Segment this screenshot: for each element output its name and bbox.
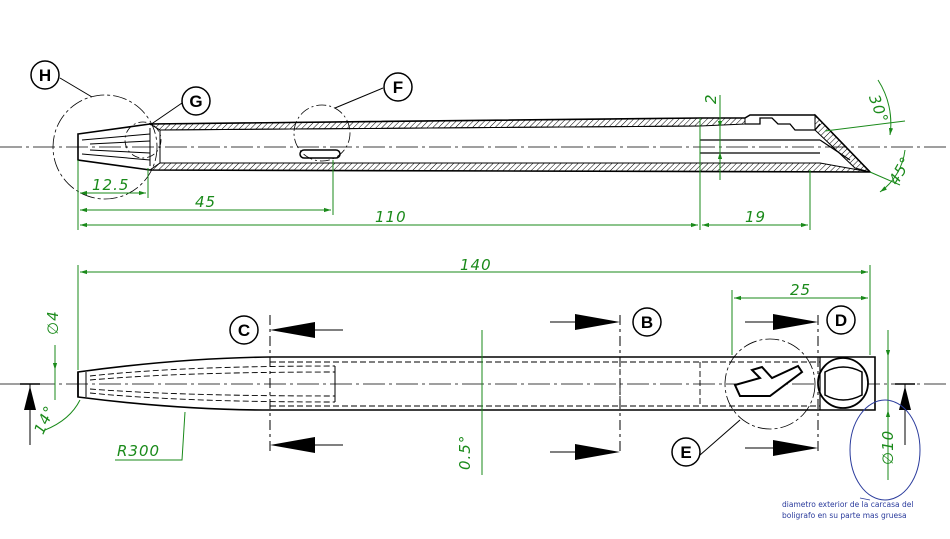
dim-110: 110: [375, 208, 407, 226]
angle-45: 45°: [885, 153, 915, 188]
callout-d: D: [826, 305, 856, 335]
svg-text:B: B: [641, 313, 653, 332]
svg-text:G: G: [189, 92, 202, 111]
svg-text:H: H: [39, 66, 51, 85]
dim-phi4: ∅4: [44, 310, 62, 335]
callout-f: F: [383, 72, 413, 102]
top-dimensions: [77, 79, 906, 230]
dim-19: 19: [745, 208, 766, 226]
detail-circle-g: [124, 121, 162, 159]
dim-2: 2: [702, 93, 720, 104]
callout-c: C: [229, 315, 259, 345]
svg-text:C: C: [238, 321, 250, 340]
detail-circle-f: [293, 104, 351, 162]
note-highlight: [849, 399, 921, 501]
radius-r300: R300: [117, 442, 160, 460]
detail-circle-e: [724, 338, 816, 430]
callout-h: H: [30, 60, 60, 90]
callout-g: G: [181, 86, 211, 116]
dim-phi10: ∅10: [879, 430, 897, 465]
hatch-bottom-wall: [148, 162, 871, 173]
angle-30: 30°: [865, 92, 892, 126]
svg-text:E: E: [680, 443, 691, 462]
svg-text:F: F: [393, 78, 403, 97]
angle-0-5: 0.5°: [456, 435, 474, 470]
note-line-2: boligrafo en su parte mas gruesa: [782, 511, 907, 520]
bottom-dimensions: [44, 265, 891, 480]
dim-140: 140: [460, 256, 492, 274]
note-line-1: diametro exterior de la carcasa del: [782, 500, 913, 509]
clip-logo: [733, 364, 804, 397]
callout-e: E: [671, 437, 701, 467]
dim-12-5: 12.5: [92, 176, 129, 194]
external-view: [0, 314, 950, 460]
callout-b: B: [632, 307, 662, 337]
dim-25: 25: [790, 281, 811, 299]
section-view: [0, 77, 950, 200]
svg-text:D: D: [835, 311, 847, 330]
pen-body-external: [77, 356, 876, 411]
detail-circle-h: [52, 94, 158, 200]
dim-45: 45: [195, 193, 216, 211]
